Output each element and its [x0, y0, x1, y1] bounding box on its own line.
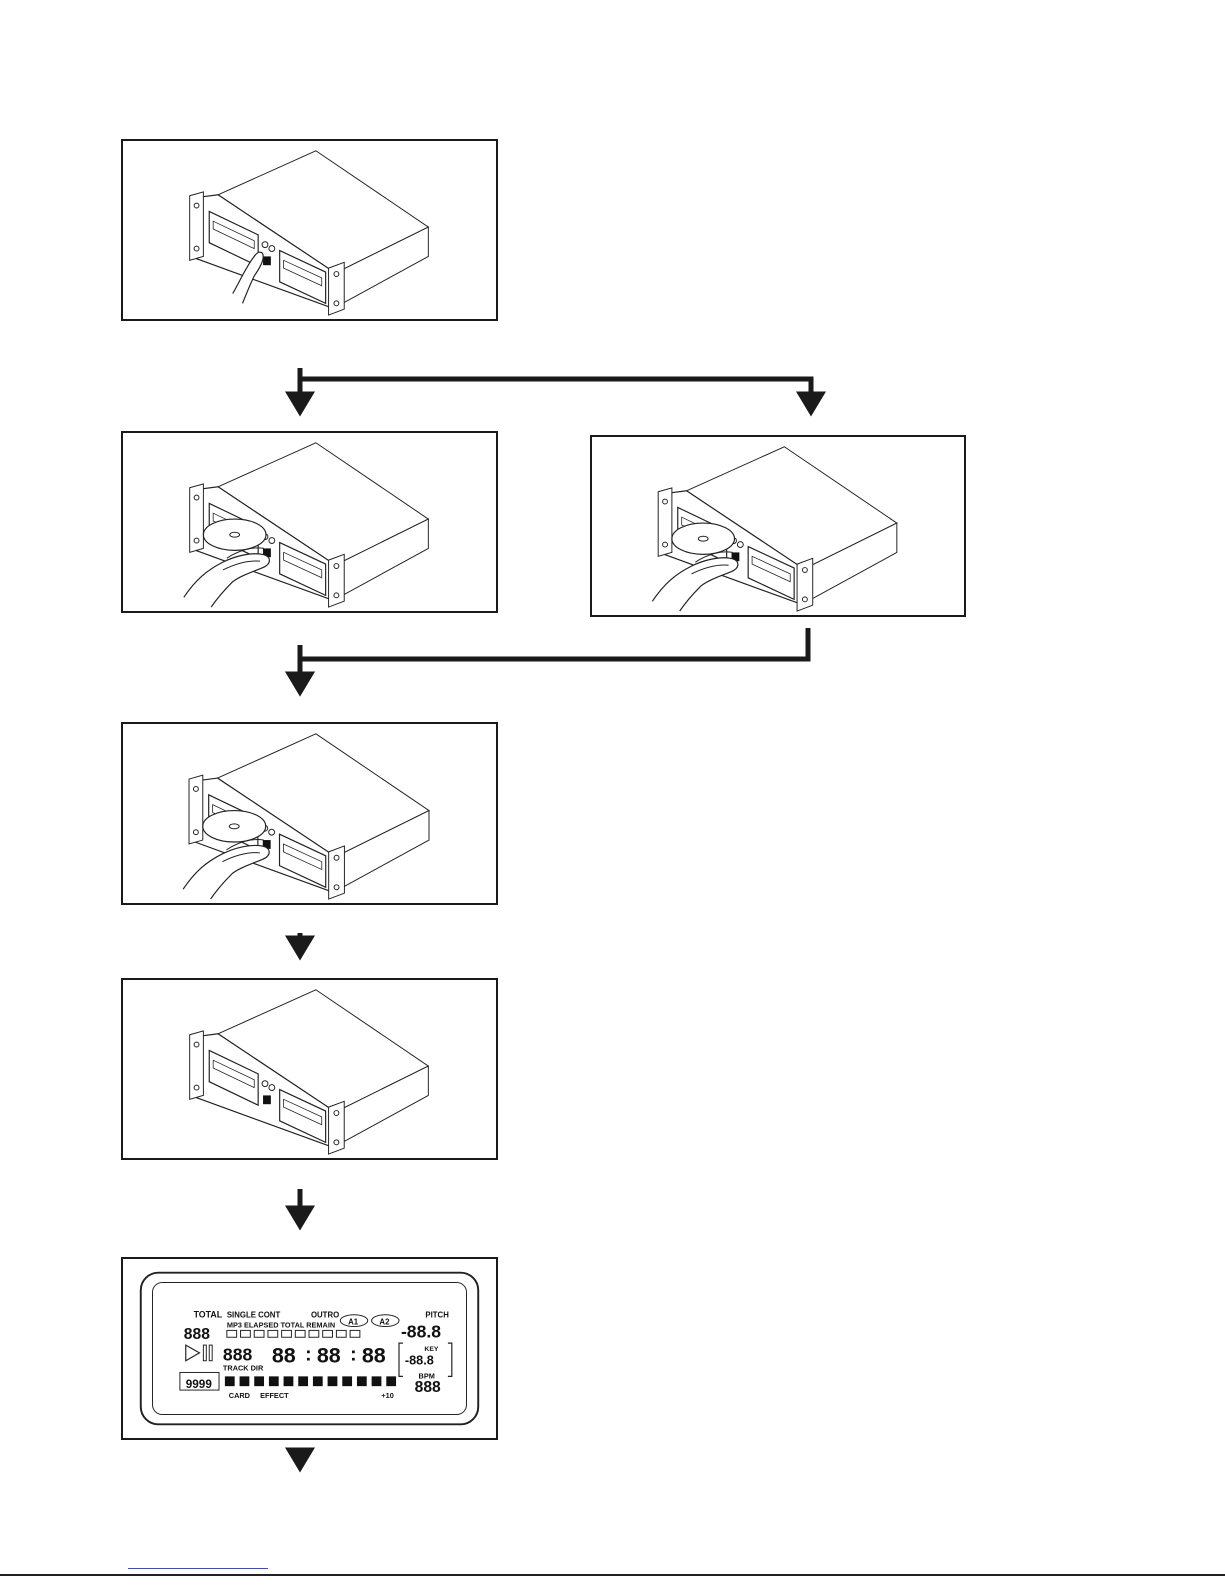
arrow-step1-to-step2b [300, 379, 811, 404]
arrow-step2b-to-step3 [300, 628, 808, 684]
footer-link-underline [128, 1568, 268, 1569]
footer-rule [0, 1574, 1225, 1576]
